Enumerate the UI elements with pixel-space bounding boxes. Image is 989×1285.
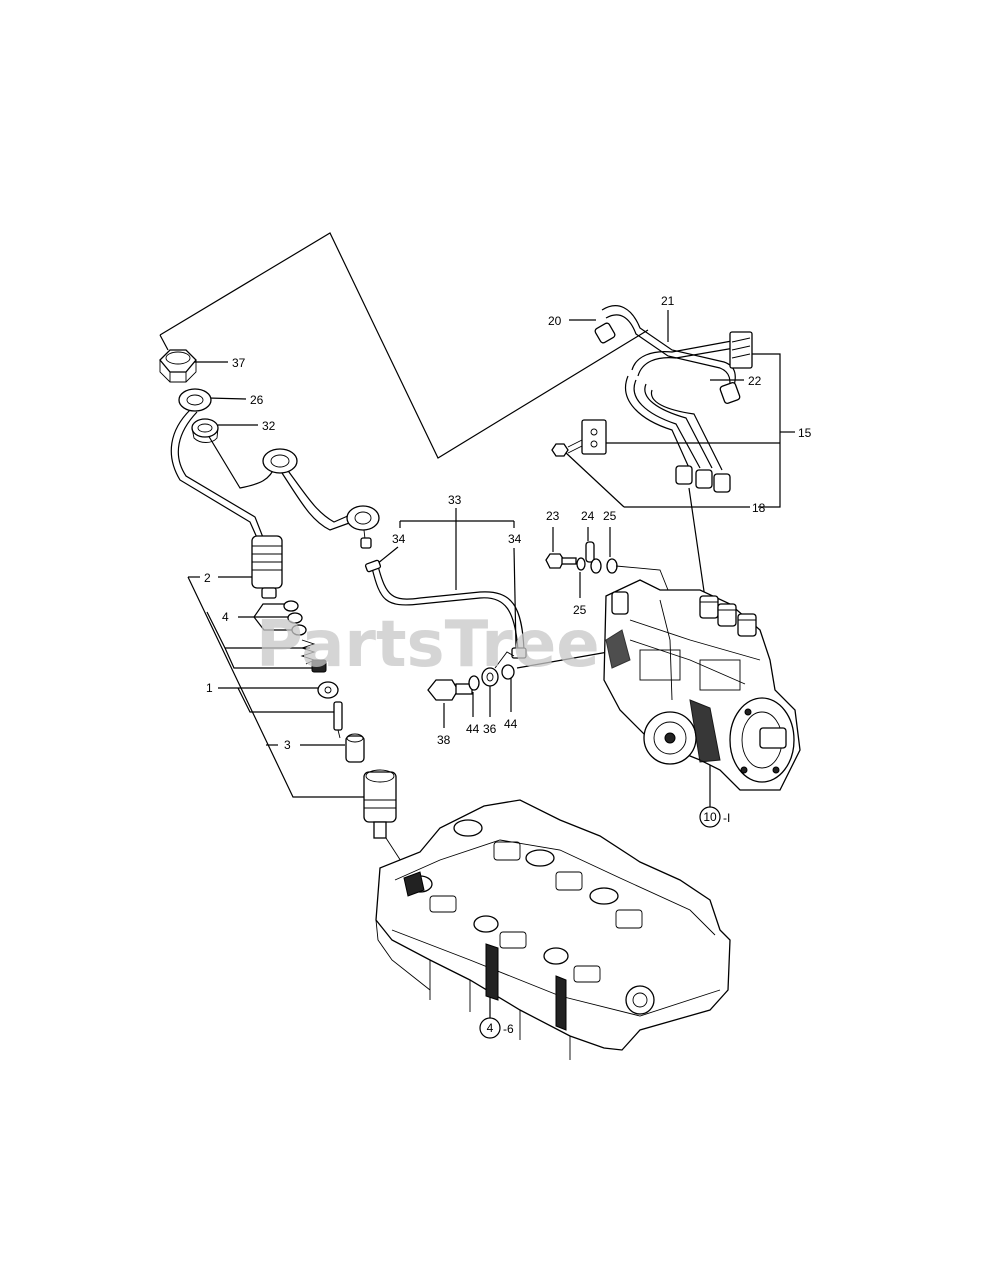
banjo-bolt-group	[427, 651, 515, 701]
leakoff-pipe-33	[364, 559, 527, 659]
head-ref-suffix: -6	[503, 1022, 514, 1036]
callout-34-right: 34	[508, 532, 522, 546]
callout-24: 24	[581, 509, 595, 523]
callout-23: 23	[546, 509, 560, 523]
callout-44-left: 44	[466, 722, 480, 736]
pump-reference: 10 -I	[699, 806, 730, 828]
pump-ref-suffix: -I	[723, 811, 730, 825]
callout-25-bottom: 25	[573, 603, 587, 617]
callout-26: 26	[250, 393, 264, 407]
callout-38: 38	[437, 733, 451, 747]
callout-33: 33	[448, 493, 462, 507]
washer-26	[178, 388, 212, 412]
callout-32: 32	[262, 419, 276, 433]
injection-pump	[603, 579, 801, 791]
callout-22: 22	[748, 374, 762, 388]
head-reference: 4 -6	[479, 1017, 514, 1039]
callout-34-left: 34	[392, 532, 406, 546]
callout-36: 36	[483, 722, 497, 736]
nut-37	[159, 349, 197, 383]
callout-18: 18	[752, 501, 766, 515]
watermark: PartsTree	[256, 608, 600, 682]
injector-pipe	[170, 409, 380, 549]
callout-25-top: 25	[603, 509, 617, 523]
pump-ref-number: 10	[703, 810, 717, 824]
pipe-assembly-21	[551, 305, 753, 493]
small-parts-23-25	[545, 541, 673, 601]
callout-37: 37	[232, 356, 246, 370]
callout-2: 2	[204, 571, 211, 585]
seal-32	[191, 418, 219, 443]
callout-15: 15	[798, 426, 812, 440]
callout-20: 20	[548, 314, 562, 328]
callout-21: 21	[661, 294, 675, 308]
callout-44-right: 44	[504, 717, 518, 731]
callout-labels: 37 26 32 2 4 1 3 33 34 34 38 44 36 44 23…	[204, 294, 812, 752]
callout-1: 1	[206, 681, 213, 695]
callout-3: 3	[284, 738, 291, 752]
head-ref-number: 4	[487, 1021, 494, 1035]
injector-stack	[251, 535, 411, 876]
cylinder-head	[375, 799, 731, 1060]
callout-4: 4	[222, 610, 229, 624]
